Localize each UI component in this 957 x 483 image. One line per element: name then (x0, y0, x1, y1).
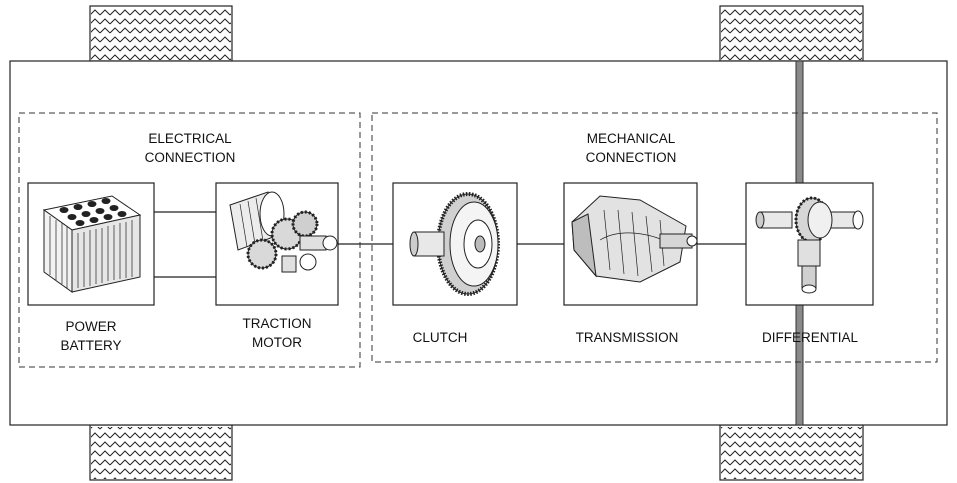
traction-motor-icon (229, 191, 338, 273)
wheel-rear-right (719, 424, 864, 481)
electrical-connection-group (18, 112, 361, 368)
mechanical-group-title-line2: CONNECTION (586, 150, 677, 165)
battery-icon (42, 195, 142, 293)
transmission-icon (571, 195, 698, 283)
clutch-label: CLUTCH (413, 330, 468, 345)
mechanical-group-title-line1: MECHANICAL (587, 131, 676, 146)
clutch-icon (409, 192, 500, 296)
battery-label-line1: POWER (65, 319, 116, 334)
mechanical-connection-group (371, 112, 938, 363)
differential-icon (755, 196, 864, 294)
motor-label-line2: MOTOR (252, 335, 302, 350)
electrical-group-title-line1: ELECTRICAL (148, 131, 232, 146)
battery-label-line2: BATTERY (60, 338, 121, 353)
wheel-front-right (719, 5, 864, 62)
wheel-rear-left (89, 424, 233, 481)
wheel-front-left (89, 5, 233, 62)
differential-label: DIFFERENTIAL (762, 330, 859, 345)
transmission-label: TRANSMISSION (576, 330, 679, 345)
connection-lines (154, 211, 746, 278)
electrical-group-title-line2: CONNECTION (145, 150, 236, 165)
motor-label-line1: TRACTION (243, 316, 312, 331)
